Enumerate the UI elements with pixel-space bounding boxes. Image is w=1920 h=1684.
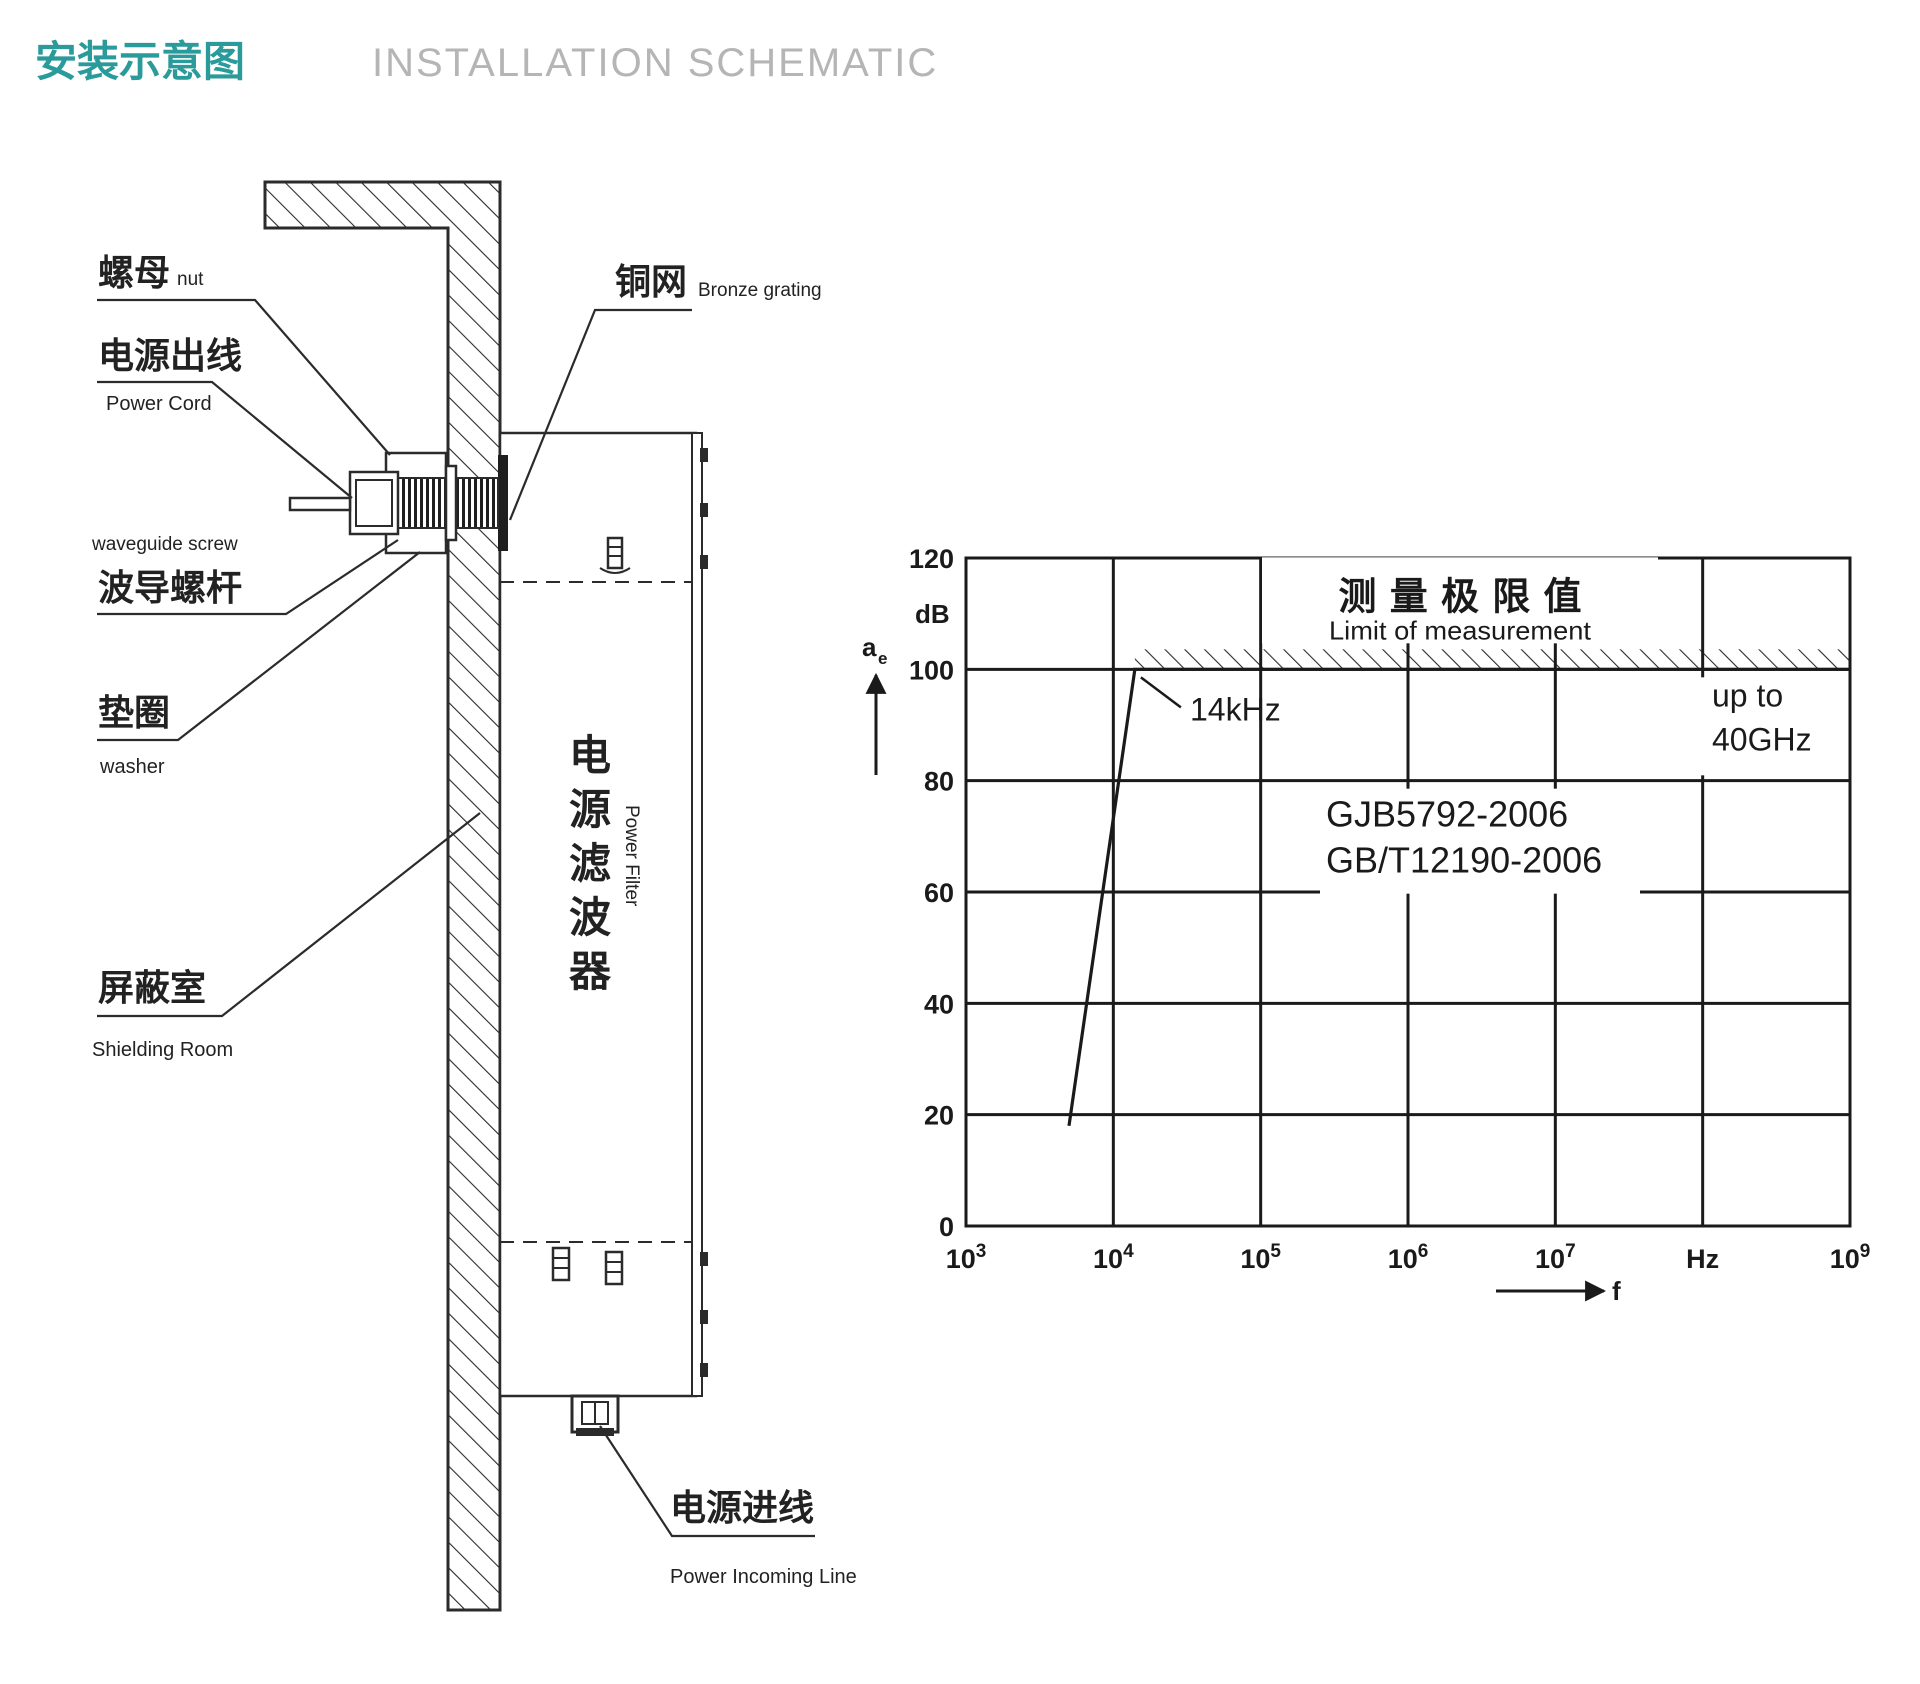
label-bronze-en: Bronze grating	[698, 280, 822, 301]
label-bronze-cn: 铜网	[615, 261, 687, 303]
waveguide-screw-assembly	[288, 451, 499, 555]
chart-upper-box	[1700, 677, 1840, 776]
label-shielding-cn: 屏蔽室	[98, 967, 206, 1009]
x-tick-label: 105	[1240, 1241, 1281, 1274]
filter-char: 滤	[569, 840, 611, 887]
standard-annotation-2: GB/T12190-2006	[1326, 840, 1602, 881]
bronze-grating	[498, 455, 508, 551]
incoming-connector-icon	[570, 1394, 620, 1436]
x-tick-label: 103	[946, 1241, 987, 1274]
chart-x-ticks: 103 104 105 106 107 Hz 109	[946, 1241, 1871, 1274]
y-axis-unit: dB	[915, 599, 950, 629]
label-power-cord-cn: 电源出线	[98, 335, 242, 377]
label-washer-cn: 垫圈	[98, 692, 170, 734]
x-tick-label: 106	[1388, 1241, 1429, 1274]
y-tick-label: 80	[924, 767, 954, 797]
filter-side-rail	[691, 432, 703, 1397]
x-tick-label: 107	[1535, 1241, 1576, 1274]
label-waveguide-en: waveguide screw	[91, 534, 238, 555]
header: 安装示意图 INSTALLATION SCHEMATIC	[35, 37, 938, 86]
cord-gland	[348, 470, 400, 536]
washer-disc	[444, 464, 458, 542]
label-power-cord-en: Power Cord	[106, 393, 212, 415]
y-tick-label: 60	[924, 878, 954, 908]
x-tick-label: 109	[1830, 1241, 1871, 1274]
x-tick-label: 104	[1093, 1241, 1134, 1274]
y-axis-label: a	[862, 632, 877, 662]
leader-lines	[97, 298, 815, 1538]
knee-pointer	[1140, 676, 1182, 709]
chart-y-ticks: 0 20 40 60 80 100 120	[909, 544, 954, 1242]
filter-char: 源	[569, 786, 611, 833]
chart-standards-box	[1320, 788, 1640, 894]
x-axis-label: f	[1612, 1276, 1621, 1306]
label-nut-en: nut	[177, 269, 204, 290]
page-title-cn: 安装示意图	[35, 37, 245, 86]
limit-line	[1067, 667, 1850, 1127]
filter-char: 电	[569, 732, 611, 779]
standard-annotation-1: GJB5792-2006	[1326, 794, 1568, 835]
terminal-icon-bottom-left	[551, 1246, 571, 1282]
upper-annotation-line1: up to	[1712, 677, 1783, 713]
shielding-wall	[263, 180, 502, 1612]
chart-title-box	[1262, 557, 1658, 644]
chart-hatch-band	[1134, 649, 1850, 670]
side-bolt-icons	[700, 448, 708, 1377]
chart-series	[1067, 667, 1850, 1127]
knee-annotation: 14kHz	[1190, 691, 1281, 727]
chart-subtitle: Limit of measurement	[1329, 615, 1592, 645]
installation-schematic: 螺母 nut 电源出线 Power Cord waveguide screw 波…	[91, 180, 857, 1612]
y-tick-label: 40	[924, 989, 954, 1019]
filter-body	[498, 431, 698, 1398]
label-nut-cn: 螺母	[98, 252, 170, 294]
y-tick-label: 100	[909, 655, 954, 685]
terminal-icon-top	[599, 536, 631, 574]
label-shielding-en: Shielding Room	[92, 1039, 233, 1061]
filter-name-en: Power Filter	[621, 805, 642, 907]
y-tick-label: 120	[909, 544, 954, 574]
label-washer-en: washer	[99, 756, 165, 778]
y-tick-label: 0	[939, 1212, 954, 1242]
terminal-icon-bottom-right	[604, 1250, 624, 1286]
limit-chart: 0 20 40 60 80 100 120 103 104 105 106 107 Hz 109 测 量…	[862, 544, 1870, 1306]
label-incoming-en: Power Incoming Line	[670, 1566, 857, 1588]
page-title-en: INSTALLATION SCHEMATIC	[372, 41, 938, 85]
chart-title: 测 量 极 限 值	[1339, 574, 1582, 618]
label-waveguide-cn: 波导螺杆	[98, 567, 242, 609]
upper-annotation-line2: 40GHz	[1712, 721, 1812, 757]
filter-char: 器	[569, 948, 612, 995]
x-tick-label: Hz	[1686, 1244, 1719, 1274]
filter-char: 波	[569, 894, 611, 941]
label-incoming-cn: 电源进线	[670, 1487, 814, 1529]
y-tick-label: 20	[924, 1101, 954, 1131]
y-axis-label-sub: e	[878, 649, 887, 668]
power-cord	[288, 496, 352, 512]
filter-name-cn: 电 源 滤 波 器	[569, 732, 612, 995]
